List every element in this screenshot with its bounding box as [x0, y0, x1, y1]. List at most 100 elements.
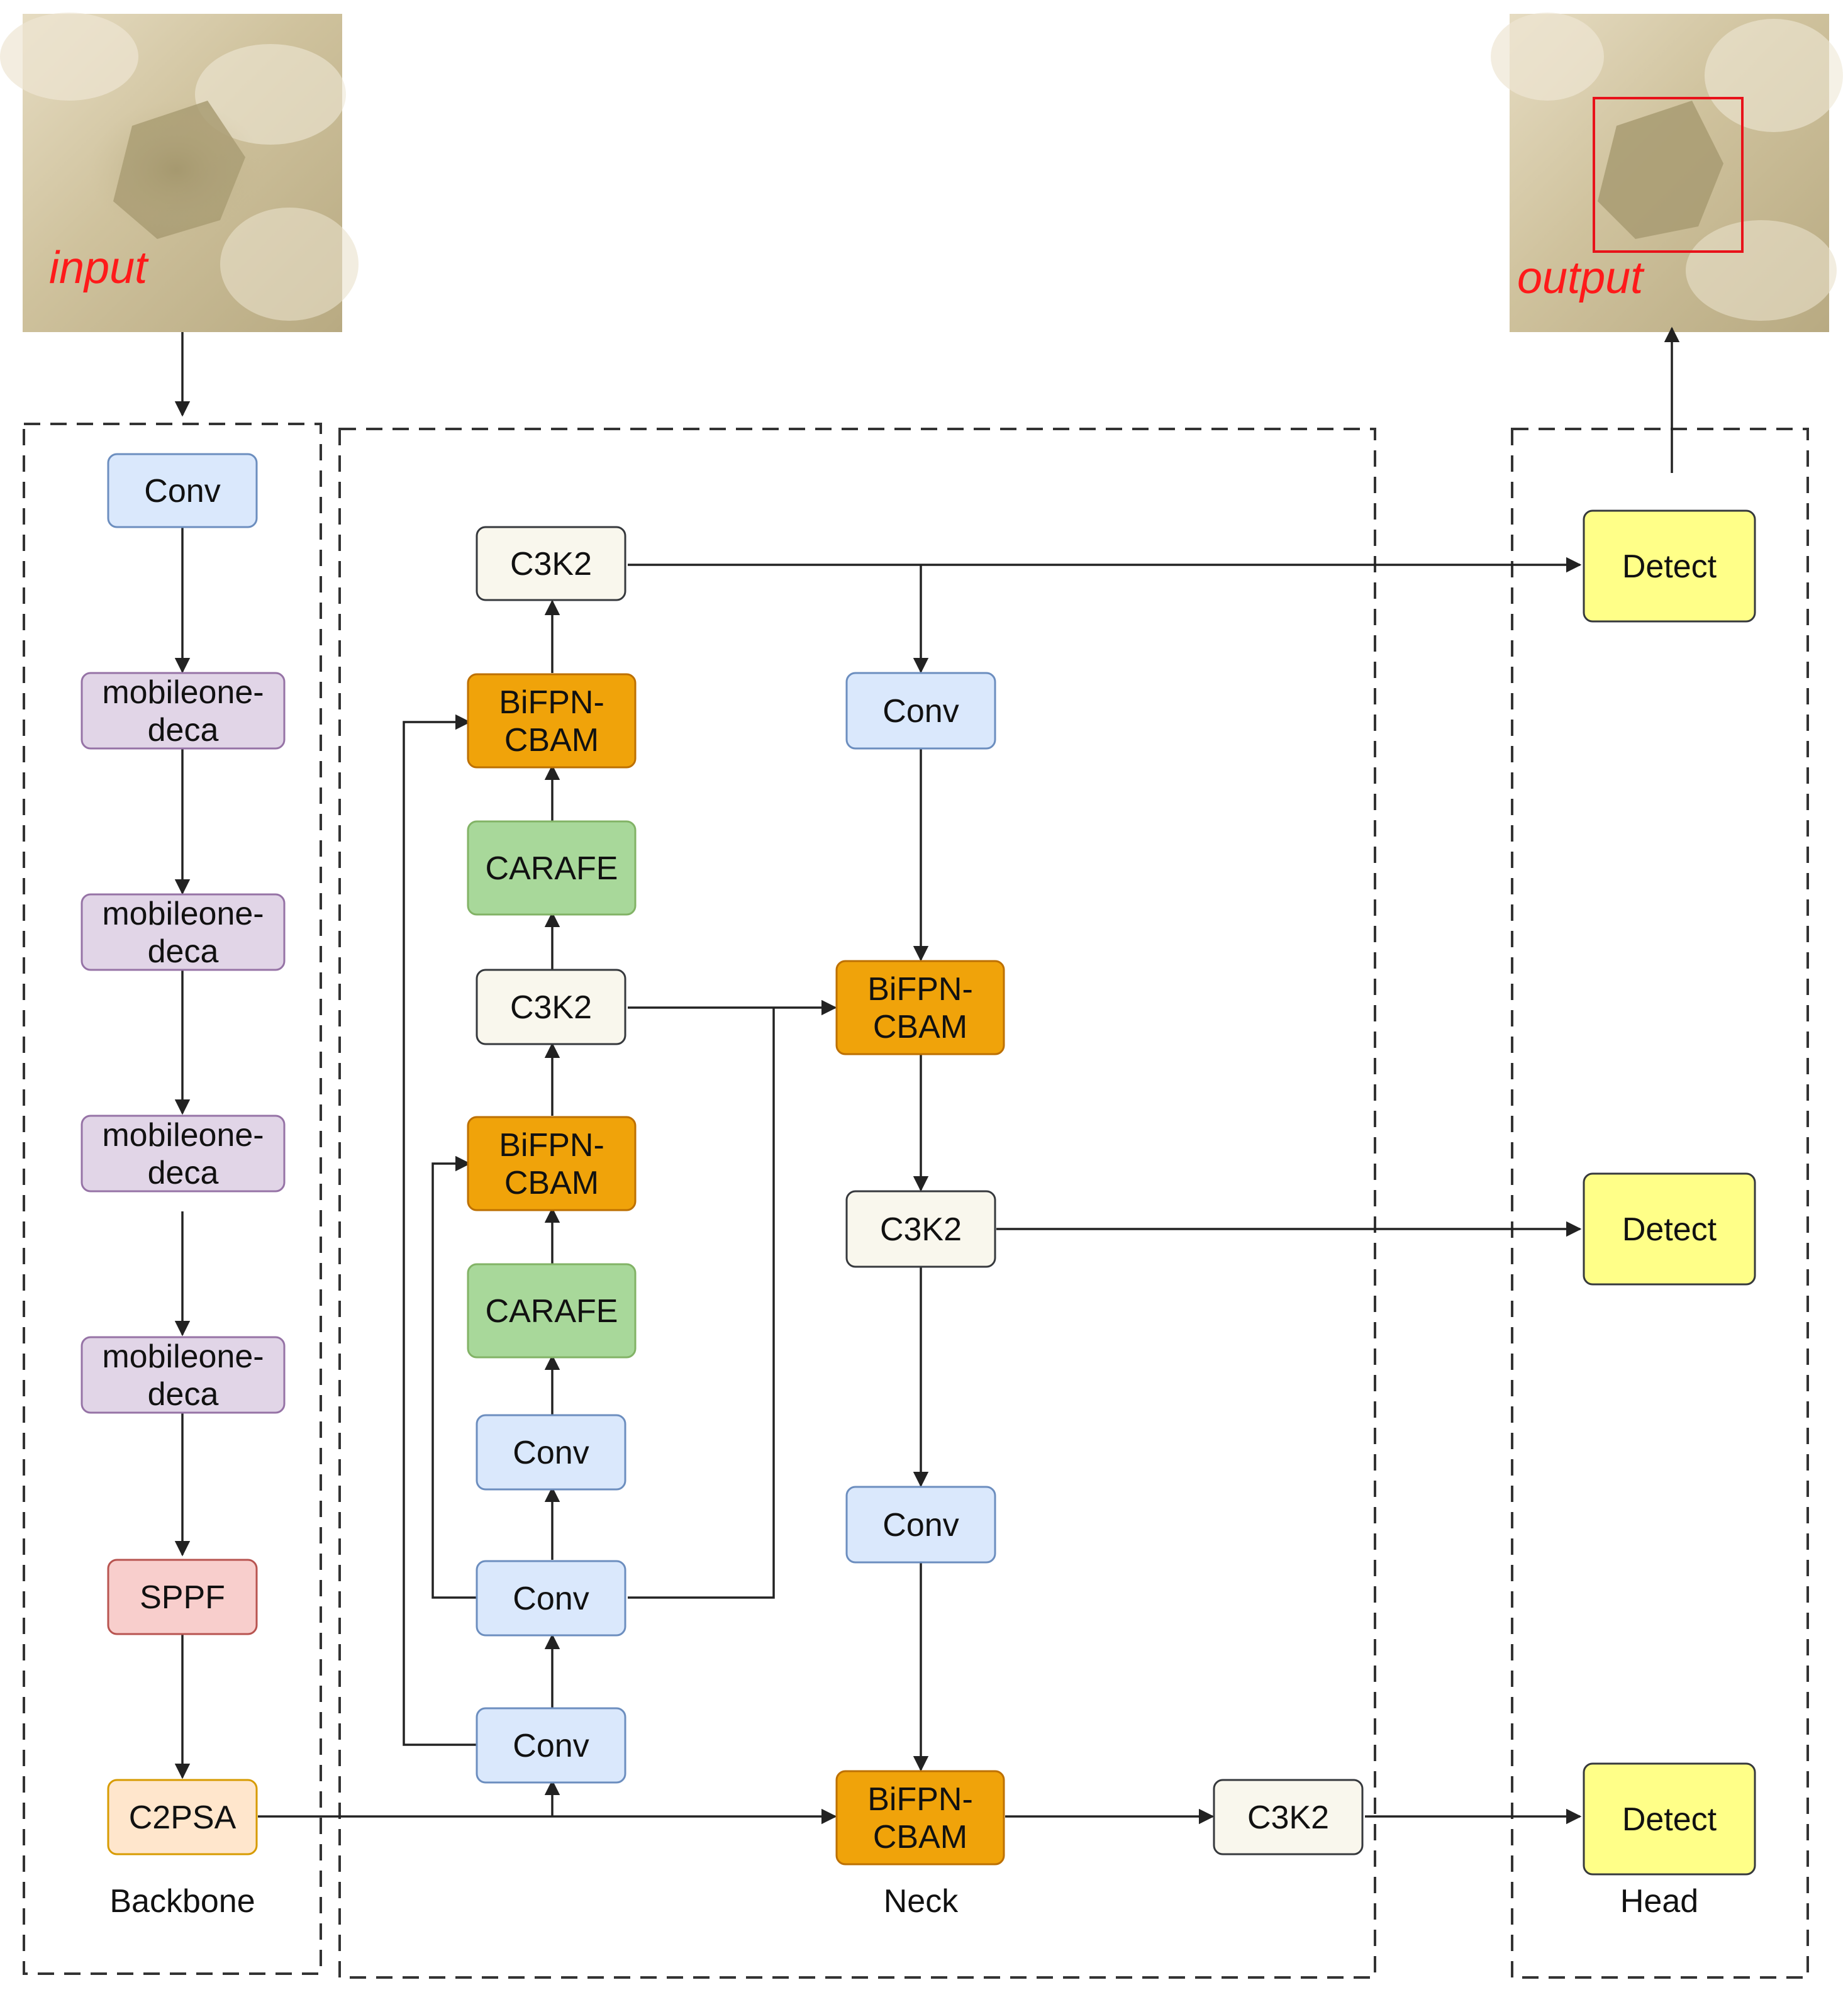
- node-box: [81, 1336, 286, 1414]
- node-label: Detect: [1622, 548, 1717, 585]
- node-n-conv-r1: Conv: [845, 672, 996, 750]
- node-label: BiFPN-: [499, 684, 604, 721]
- input-label: input: [49, 243, 149, 293]
- node-label: BiFPN-: [499, 1127, 604, 1164]
- node-box: [845, 1486, 996, 1564]
- node-box: [476, 526, 626, 601]
- node-box: [1583, 509, 1756, 623]
- output-image: output: [1491, 13, 1843, 332]
- node-n-conv-b: Conv: [476, 1560, 626, 1637]
- node-label: BiFPN-: [867, 971, 973, 1008]
- node-h-detect2: Detect: [1583, 1172, 1756, 1286]
- node-label: deca: [148, 1376, 219, 1413]
- node-n-conv-r2: Conv: [845, 1486, 996, 1564]
- node-label: SPPF: [140, 1579, 225, 1616]
- node-box: [476, 1560, 626, 1637]
- node-label: Conv: [144, 473, 220, 509]
- node-box: [1213, 1779, 1364, 1855]
- node-box: [467, 1116, 637, 1211]
- node-n-c3k2-top: C3K2: [476, 526, 626, 601]
- output-label: output: [1517, 253, 1645, 303]
- node-label: Conv: [513, 1435, 589, 1471]
- node-bb-mob4: mobileone-deca: [81, 1336, 286, 1414]
- neck-label: Neck: [884, 1883, 959, 1920]
- node-label: mobileone-: [102, 896, 264, 932]
- node-label: Detect: [1622, 1211, 1717, 1248]
- node-label: Conv: [513, 1728, 589, 1764]
- node-bb-mob2: mobileone-deca: [81, 893, 286, 971]
- node-box: [845, 672, 996, 750]
- node-n-c3k2-mid: C3K2: [476, 969, 626, 1045]
- node-n-carafe2: CARAFE: [467, 1263, 637, 1359]
- node-box: [835, 960, 1005, 1055]
- node-n-c3k2-bot: C3K2: [1213, 1779, 1364, 1855]
- node-box: [81, 1115, 286, 1193]
- node-n-conv-c: Conv: [476, 1707, 626, 1784]
- node-label: Conv: [513, 1581, 589, 1617]
- node-label: CBAM: [504, 1165, 599, 1201]
- node-box: [467, 673, 637, 769]
- node-bb-sppf: SPPF: [107, 1559, 258, 1635]
- node-n-bifpn-r1: BiFPN-CBAM: [835, 960, 1005, 1055]
- node-bb-mob3: mobileone-deca: [81, 1115, 286, 1193]
- node-n-conv-a: Conv: [476, 1414, 626, 1491]
- node-label: C3K2: [1247, 1799, 1329, 1836]
- node-label: deca: [148, 933, 219, 970]
- node-label: CARAFE: [486, 1293, 618, 1330]
- node-box: [107, 453, 258, 528]
- node-bb-mob1: mobileone-deca: [81, 672, 286, 750]
- node-label: mobileone-: [102, 1117, 264, 1154]
- node-bb-conv: Conv: [107, 453, 258, 528]
- node-label: CBAM: [873, 1009, 967, 1045]
- node-n-bifpn1: BiFPN-CBAM: [467, 673, 637, 769]
- node-box: [467, 820, 637, 916]
- node-box: [476, 969, 626, 1045]
- node-n-carafe1: CARAFE: [467, 820, 637, 916]
- node-box: [845, 1190, 996, 1268]
- backbone-label: Backbone: [109, 1883, 255, 1920]
- edge-convb-bifpn2: [431, 1155, 477, 1599]
- node-box: [107, 1559, 258, 1635]
- node-box: [81, 672, 286, 750]
- node-box: [476, 1707, 626, 1784]
- node-label: C2PSA: [129, 1799, 237, 1836]
- neck-panel: [338, 428, 1376, 1979]
- node-box: [467, 1263, 637, 1359]
- node-label: C3K2: [510, 989, 592, 1026]
- node-label: Conv: [882, 693, 959, 730]
- detection-box: [1593, 97, 1744, 253]
- head-label: Head: [1620, 1883, 1698, 1920]
- edge-convb-bifpnr1: [628, 1008, 775, 1599]
- node-label: CBAM: [873, 1819, 967, 1855]
- node-label: mobileone-: [102, 674, 264, 711]
- node-label: CBAM: [504, 722, 599, 759]
- node-box: [107, 1779, 258, 1855]
- node-label: Conv: [882, 1507, 959, 1543]
- node-h-detect1: Detect: [1583, 509, 1756, 623]
- head-panel: [1511, 428, 1809, 1979]
- node-label: mobileone-: [102, 1338, 264, 1375]
- node-box: [835, 1770, 1005, 1866]
- node-label: CARAFE: [486, 850, 618, 887]
- node-bb-c2psa: C2PSA: [107, 1779, 258, 1855]
- node-box: [476, 1414, 626, 1491]
- node-h-detect3: Detect: [1583, 1762, 1756, 1876]
- node-label: deca: [148, 1155, 219, 1191]
- edge-convc-bifpn1: [403, 714, 477, 1746]
- node-n-bifpn-r2: BiFPN-CBAM: [835, 1770, 1005, 1866]
- node-n-bifpn2: BiFPN-CBAM: [467, 1116, 637, 1211]
- node-box: [1583, 1762, 1756, 1876]
- node-n-c3k2-r: C3K2: [845, 1190, 996, 1268]
- node-label: C3K2: [880, 1211, 962, 1248]
- node-label: deca: [148, 712, 219, 748]
- node-label: Detect: [1622, 1801, 1717, 1838]
- node-box: [1583, 1172, 1756, 1286]
- node-box: [81, 893, 286, 971]
- input-image: input: [0, 13, 359, 332]
- node-label: C3K2: [510, 546, 592, 582]
- backbone-panel: [23, 423, 322, 1975]
- nodes: Convmobileone-decamobileone-decamobileon…: [81, 453, 1756, 1876]
- edges: [174, 326, 1680, 1825]
- node-label: BiFPN-: [867, 1781, 973, 1818]
